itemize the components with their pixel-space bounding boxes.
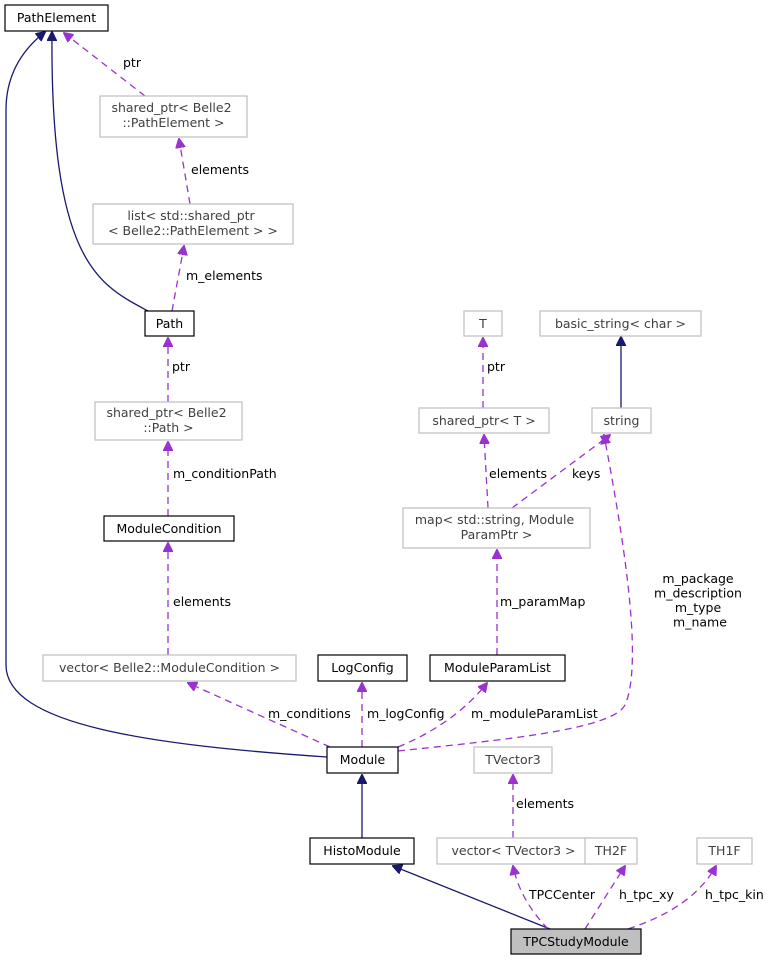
node-label: TVector3 [484, 752, 540, 767]
node-tvector3[interactable]: TVector3 [473, 746, 553, 774]
edge-tpc-center [513, 866, 549, 930]
node-vector-tvector3[interactable]: vector< TVector3 > [436, 837, 591, 865]
node-label: PathElement [17, 10, 96, 25]
edge-label: elements [516, 796, 574, 811]
edge-label: m_paramMap [500, 594, 585, 609]
edge-label: m_conditionPath [173, 466, 277, 481]
edge-list-elements [179, 139, 191, 205]
node-t[interactable]: T [463, 310, 503, 337]
edge-path-inherits-pathelement [52, 32, 149, 312]
node-histo-module[interactable]: HistoModule [309, 837, 415, 865]
edge-label: TPCCenter [528, 887, 596, 902]
node-string[interactable]: string [591, 407, 652, 434]
node-log-config[interactable]: LogConfig [317, 654, 408, 682]
node-module-condition[interactable]: ModuleCondition [103, 515, 235, 542]
node-map[interactable]: map< std::string, Module ParamPtr > [402, 507, 591, 549]
node-label: Path [156, 316, 183, 331]
edge-labels: ptr elements m_elements ptr m_conditionP… [123, 55, 764, 902]
edge-label: keys [572, 466, 600, 481]
edges [5, 32, 716, 930]
node-label: vector< TVector3 > [452, 843, 576, 858]
node-label: shared_ptr< Belle2 ::Path > [106, 405, 230, 435]
edge-ptr-pathelement [64, 33, 146, 97]
node-label: T [478, 316, 487, 331]
node-path-element[interactable]: PathElement [4, 4, 109, 32]
edge-m-module-param-list [397, 683, 487, 748]
edge-label: elements [173, 594, 231, 609]
node-label: basic_string< char > [555, 316, 686, 331]
node-shared-ptr-path-element[interactable]: shared_ptr< Belle2 ::PathElement > [99, 95, 248, 138]
edge-label: elements [489, 466, 547, 481]
node-label: ModuleCondition [116, 521, 221, 536]
edge-label: ptr [487, 359, 506, 374]
edge-tpc-inherits-histomodule [393, 866, 551, 930]
node-label: vector< Belle2::ModuleCondition > [59, 660, 280, 675]
edge-h-tpc-kin [627, 866, 716, 930]
edge-label: h_tpc_xy [619, 887, 675, 902]
edge-label: m_package m_description m_type m_name [654, 571, 746, 630]
edge-label: ptr [172, 359, 191, 374]
node-th1f[interactable]: TH1F [696, 837, 753, 865]
node-module-param-list[interactable]: ModuleParamList [429, 654, 566, 682]
edge-label: m_logConfig [367, 706, 445, 721]
edge-module-inherits-pathelement [5, 32, 328, 758]
edge-map-elements [484, 435, 488, 509]
node-tpc-study-module[interactable]: TPCStudyModule [510, 928, 642, 955]
edge-string-members [397, 435, 633, 752]
node-label: map< std::string, Module ParamPtr > [415, 512, 578, 542]
node-label: LogConfig [331, 660, 393, 675]
edge-label: m_conditions [268, 706, 351, 721]
edge-label: ptr [123, 55, 142, 70]
edge-path-m-elements [171, 246, 184, 312]
node-label: string [604, 413, 640, 428]
node-module[interactable]: Module [326, 746, 399, 774]
node-th2f[interactable]: TH2F [584, 837, 638, 865]
node-label: shared_ptr< T > [432, 413, 535, 428]
node-label: TH2F [594, 843, 627, 858]
node-label: ModuleParamList [444, 660, 551, 675]
node-path[interactable]: Path [144, 310, 195, 337]
node-shared-ptr-t[interactable]: shared_ptr< T > [418, 407, 550, 434]
edge-label: m_moduleParamList [471, 706, 598, 721]
edge-m-conditions [188, 683, 331, 748]
node-label: Module [340, 752, 386, 767]
edge-label: elements [191, 162, 249, 177]
edge-label: m_elements [186, 268, 262, 283]
node-basic-string[interactable]: basic_string< char > [539, 310, 702, 337]
node-label: TH1F [707, 843, 740, 858]
edge-label: h_tpc_kin [705, 887, 764, 902]
edge-map-keys [511, 435, 610, 509]
node-label: shared_ptr< Belle2 ::PathElement > [111, 100, 235, 130]
node-list-shared-ptr[interactable]: list< std::shared_ptr < Belle2::PathElem… [92, 203, 294, 245]
node-vector-module-condition[interactable]: vector< Belle2::ModuleCondition > [42, 654, 297, 682]
node-label: TPCStudyModule [522, 934, 629, 949]
node-shared-ptr-path[interactable]: shared_ptr< Belle2 ::Path > [94, 401, 243, 441]
edge-h-tpc-xy [584, 866, 625, 930]
node-label: HistoModule [323, 843, 401, 858]
node-label: list< std::shared_ptr < Belle2::PathElem… [108, 208, 278, 238]
